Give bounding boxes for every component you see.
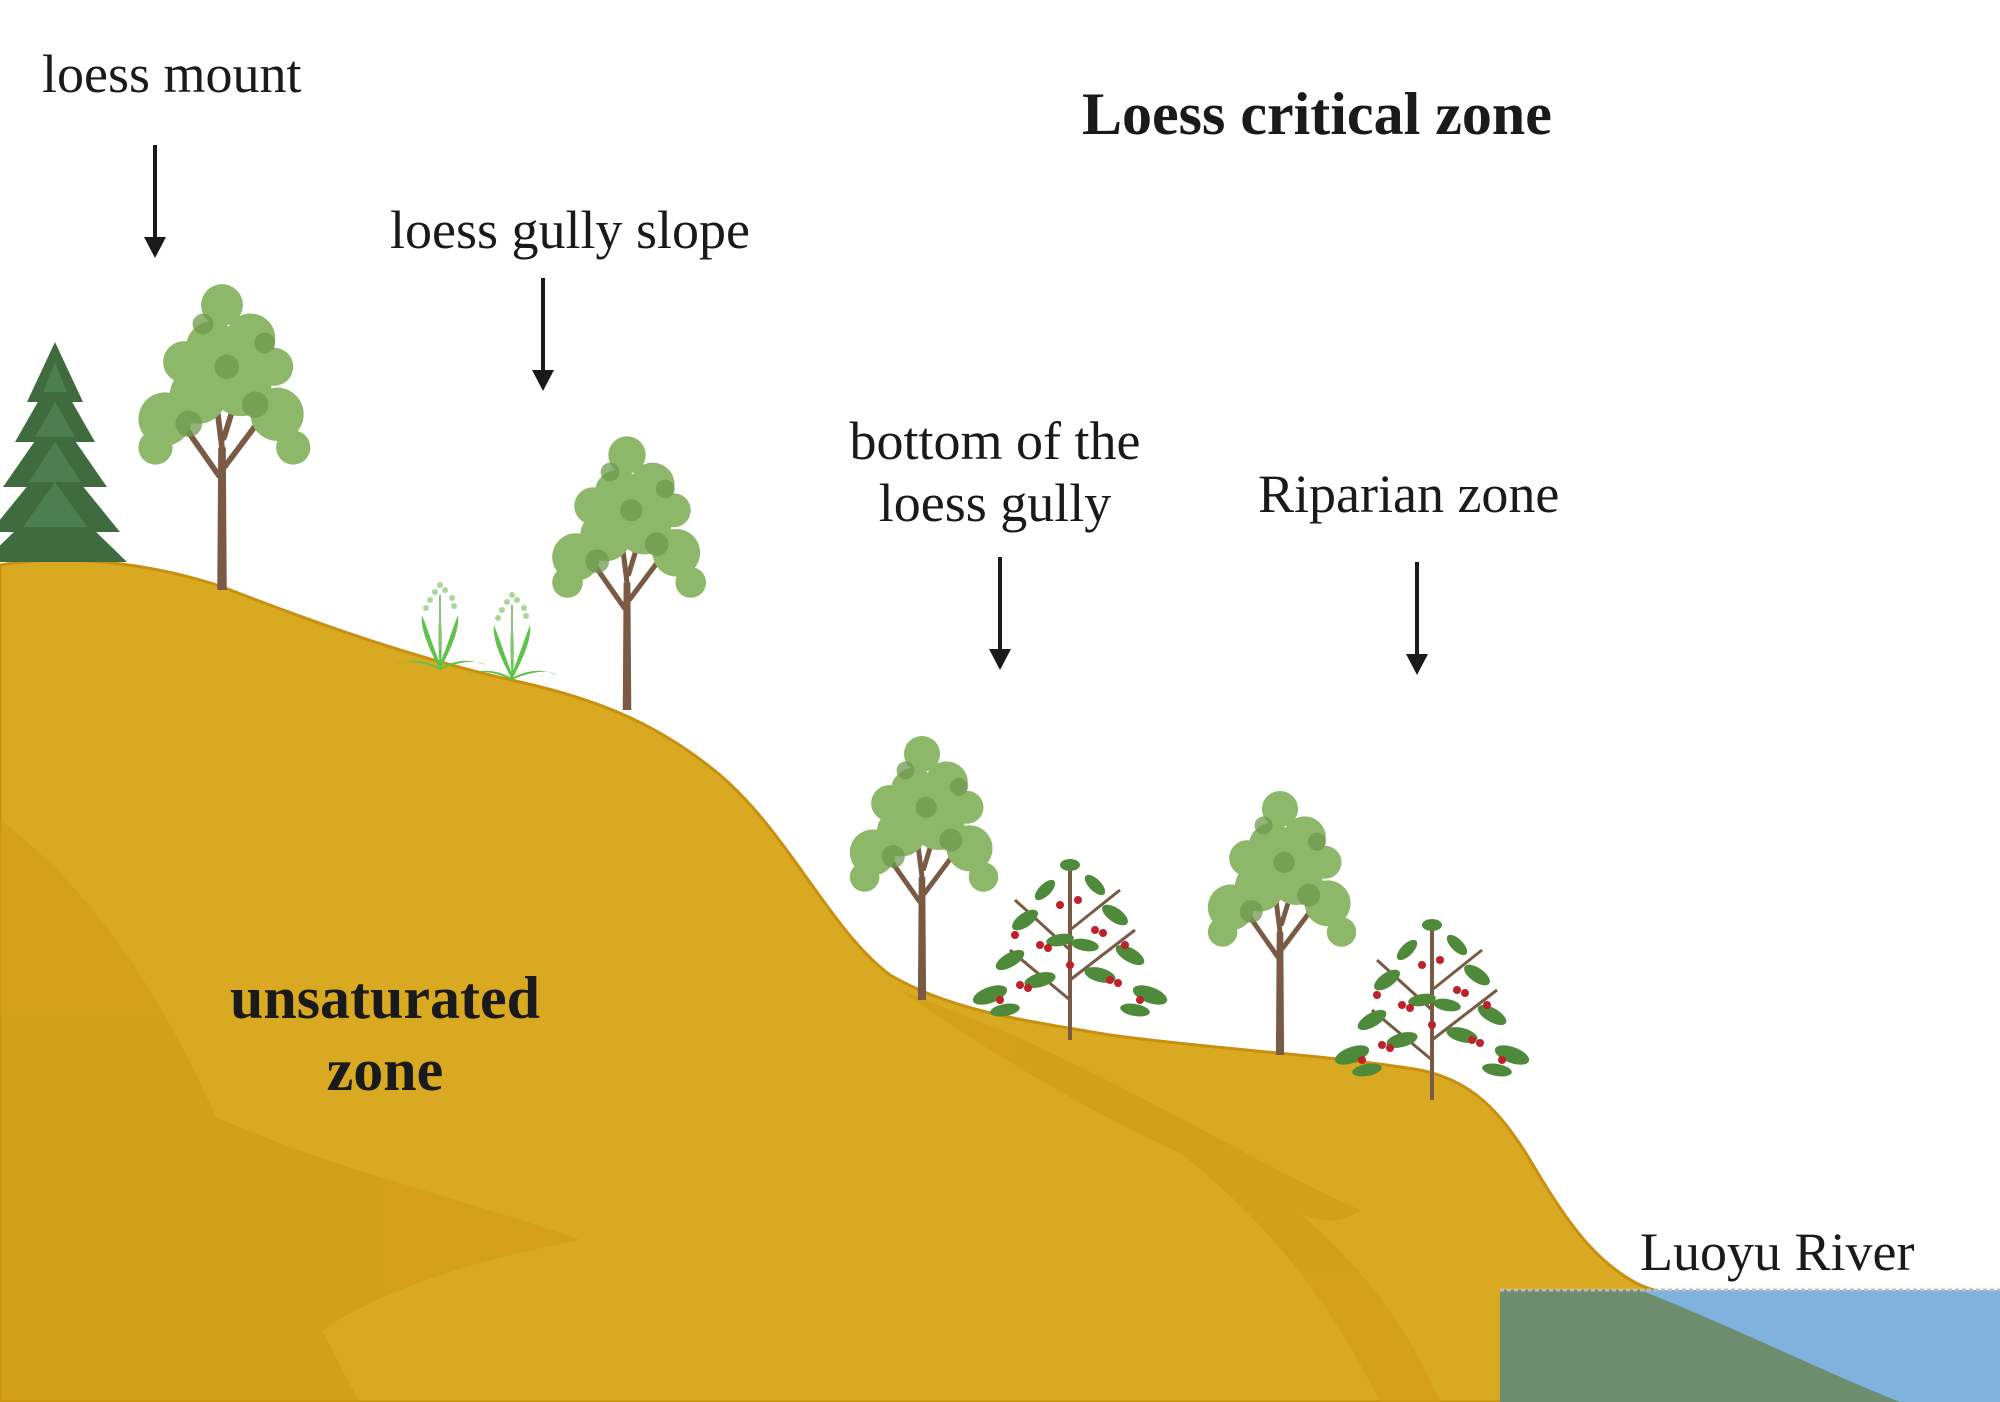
unsaturated-zone-line-1: unsaturated (229, 965, 541, 1031)
bottom-of-gully-label: bottom of the loess gully (820, 410, 1170, 534)
loess-shading (0, 820, 1440, 1402)
broadleaf-tree-icon (552, 436, 706, 710)
unsaturated-zone-line-2: zone (326, 1037, 444, 1103)
berry-shrub-icon (968, 857, 1172, 1042)
broadleaf-tree-icon (1208, 791, 1356, 1055)
diagram-title: Loess critical zone (1082, 81, 1552, 147)
down-arrow-icon (142, 143, 168, 260)
down-arrow-icon (1404, 560, 1430, 677)
berry-shrub-icon (1330, 917, 1534, 1102)
bottom-of-gully-line-1: bottom of the (849, 411, 1141, 471)
conifer-tree-icon (0, 342, 127, 562)
bottom-of-gully-line-2: loess gully (878, 473, 1112, 534)
grass-tuft-icon (466, 591, 558, 681)
broadleaf-tree-icon (138, 284, 310, 590)
loess-mount-label: loess mount (42, 44, 302, 104)
river-label: Luoyu River (1640, 1222, 1915, 1282)
down-arrow-icon (987, 555, 1013, 672)
loess-gully-slope-label: loess gully slope (390, 200, 750, 260)
river-water (1640, 1290, 2000, 1402)
loess-slope (0, 558, 2000, 1402)
riparian-zone-label: Riparian zone (1258, 464, 1560, 524)
unsaturated-zone-label: unsaturated zone (200, 962, 570, 1106)
down-arrow-icon (530, 276, 556, 393)
